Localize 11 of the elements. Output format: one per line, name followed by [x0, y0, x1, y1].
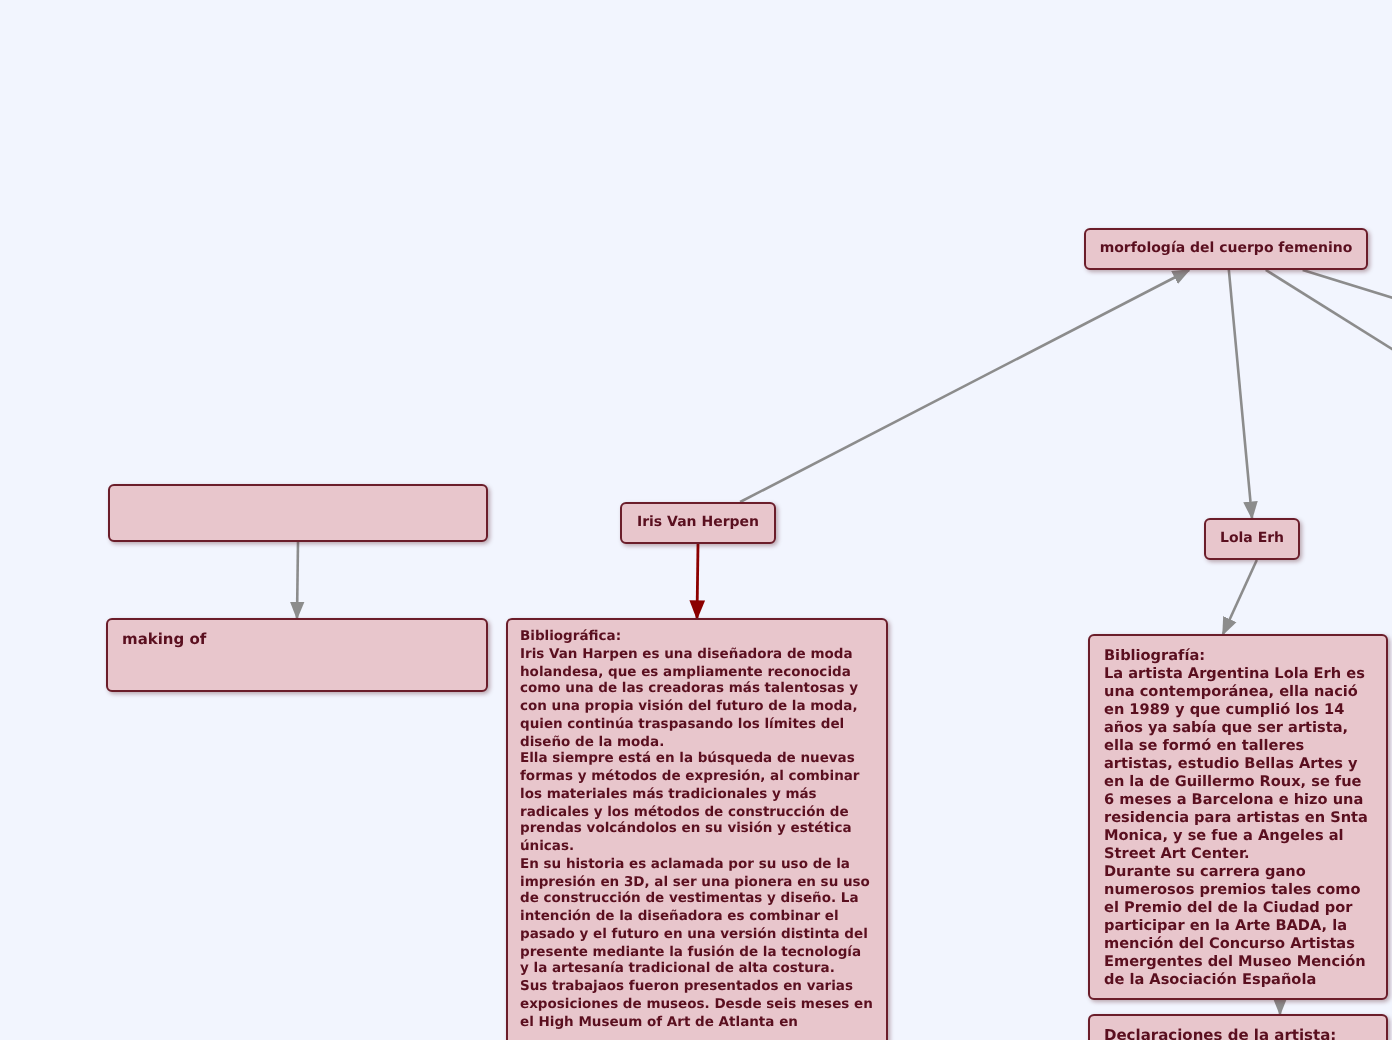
- arrow: [289, 542, 305, 620]
- arrow: [1221, 559, 1258, 636]
- arrow: [689, 544, 706, 620]
- note-card: [506, 618, 888, 1040]
- arrow: [1272, 997, 1288, 1016]
- connector-line: [1265, 268, 1392, 356]
- connector-line: [1302, 268, 1392, 302]
- empty-box: [108, 484, 488, 542]
- arrow: [739, 268, 1191, 504]
- arrow: [1227, 269, 1258, 520]
- note-card: [1088, 634, 1388, 1000]
